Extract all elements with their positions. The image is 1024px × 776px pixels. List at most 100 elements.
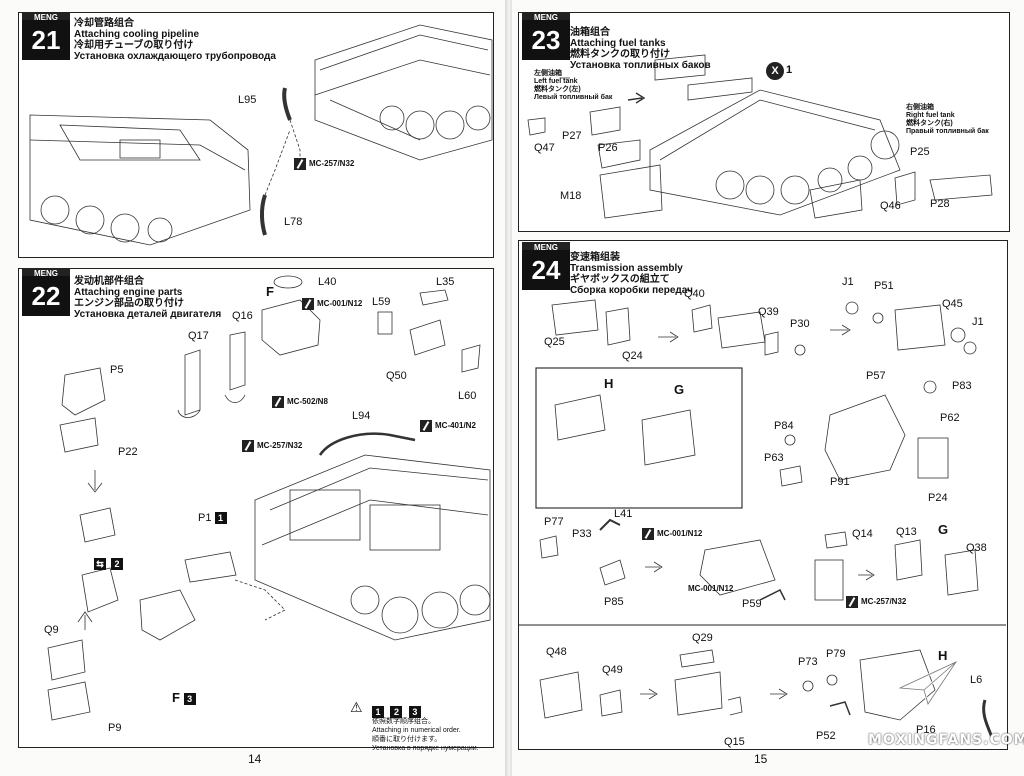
paint-icon (642, 528, 654, 540)
title-ru: Установка топливных баков (570, 60, 711, 71)
part-label: Q48 (546, 646, 567, 658)
paint-code: MC-257/N32 (257, 441, 303, 451)
step-23-badge: MENG 23 (522, 12, 570, 60)
part-label: Q45 (942, 298, 963, 310)
title-en: Attaching fuel tanks (570, 38, 666, 49)
title-cn: 冷却管路组合 (74, 18, 134, 29)
part-label: L59 (372, 296, 391, 308)
title-en: Attaching engine parts (74, 287, 183, 298)
sub-assembly-label: F 3 (172, 690, 198, 705)
tank-ru: Правый топливный бак (906, 128, 989, 135)
part-label: P22 (118, 446, 138, 458)
step-22-badge: MENG 22 (22, 268, 70, 316)
step-22-panel (18, 268, 494, 748)
part-label: P63 (764, 452, 784, 464)
part-label: P52 (816, 730, 836, 742)
paint-icon (242, 440, 254, 452)
paint-icon (846, 596, 858, 608)
part-label: L6 (970, 674, 983, 686)
page-gutter (505, 0, 513, 776)
paint-code: MC-257/N32 (861, 597, 907, 607)
part-label: L95 (238, 94, 257, 106)
note-cn: 依照数字顺序组合。 (372, 718, 435, 725)
part-label: Q15 (724, 736, 745, 748)
order-num: 3 (408, 706, 421, 718)
part-label: Q29 (692, 632, 713, 644)
sub-assembly-label: H (938, 648, 948, 663)
title-jp: ギヤボックスの組立て (570, 274, 670, 285)
page-number-right: 15 (754, 752, 768, 766)
part-label: P85 (604, 596, 624, 608)
part-label: P59 (742, 598, 762, 610)
part-label: Q50 (386, 370, 407, 382)
part-label: P30 (790, 318, 810, 330)
page-number-left: 14 (248, 752, 262, 766)
part-label: P25 (910, 146, 930, 158)
part-label: P27 (562, 130, 582, 142)
step-order-1: 1 (214, 512, 227, 524)
part-label: P91 (830, 476, 850, 488)
paint-icon (302, 298, 314, 310)
tank-en: Left fuel tank (534, 78, 578, 85)
part-label: P79 (826, 648, 846, 660)
paint-callout: MC-001/N12 (688, 584, 733, 593)
paint-code: MC-001/N12 (688, 584, 734, 593)
part-label: Q38 (966, 542, 987, 554)
step-21-title: 冷却管路组合 Attaching cooling pipeline 冷却用チュー… (74, 18, 276, 62)
part-label: J1 (842, 276, 854, 288)
part-label: P5 (110, 364, 124, 376)
x-part-icon: X (766, 62, 784, 80)
part-label: P16 (916, 724, 936, 736)
step-24-title: 变速箱组装 Transmission assembly ギヤボックスの組立て С… (570, 252, 693, 296)
part-label: P57 (866, 370, 886, 382)
part-label: L40 (318, 276, 337, 288)
step-21-badge: MENG 21 (22, 12, 70, 60)
step-23-title: 油箱组合 Attaching fuel tanks 燃料タンクの取り付け Уст… (570, 27, 711, 71)
paint-callout: MC-257/N32 (294, 158, 354, 170)
order-num: 2 (111, 558, 124, 570)
paint-callout: MC-257/N32 (242, 440, 302, 452)
order-boxes: 1 2 3 (372, 702, 423, 720)
part-label: P33 (572, 528, 592, 540)
paint-code: MC-401/N2 (435, 421, 476, 431)
paint-callout: MC-502/N8 (272, 396, 328, 408)
part-label: P24 (928, 492, 948, 504)
title-ru: Сборка коробки передач (570, 285, 693, 296)
left-page: MENG 21 冷却管路组合 Attaching cooling pipelin… (0, 0, 506, 776)
sub-assembly-label: G (674, 382, 685, 397)
title-ru: Установка деталей двигателя (74, 309, 222, 320)
sub-f-text: F (172, 690, 180, 705)
part-label: P73 (798, 656, 818, 668)
step-order-2: ⇆ 2 (94, 558, 125, 570)
step-number: 21 (22, 20, 70, 60)
title-cn: 发动机部件组合 (74, 276, 144, 287)
part-label: Q25 (544, 336, 565, 348)
tank-en: Right fuel tank (906, 112, 955, 119)
sub-assembly-label: G (938, 522, 949, 537)
paint-code: MC-001/N12 (657, 529, 703, 539)
part-label: Q24 (622, 350, 643, 362)
part-label: P77 (544, 516, 564, 528)
tank-cn: 左侧油箱 (534, 70, 562, 77)
step-number: 24 (522, 250, 570, 290)
order-num: 1 (372, 706, 384, 718)
part-label: P26 (598, 142, 618, 154)
part-label: L41 (614, 508, 633, 520)
part-label: Q40 (684, 288, 705, 300)
title-en: Attaching cooling pipeline (74, 29, 199, 40)
part-label: L94 (352, 410, 371, 422)
part-label: P28 (930, 198, 950, 210)
part-label-text: P1 (198, 512, 212, 524)
part-label: P84 (774, 420, 794, 432)
paper-plane-logo (898, 659, 958, 707)
title-jp: 冷却用チューブの取り付け (74, 40, 194, 51)
swap-icon: ⇆ (94, 558, 106, 570)
part-label: P9 (108, 722, 122, 734)
part-label: L60 (458, 390, 477, 402)
note-text: 依照数字顺序组合。 Attaching in numerical order. … (372, 717, 479, 753)
note-en: Attaching in numerical order. (372, 727, 461, 734)
paint-callout: MC-257/N32 (846, 596, 906, 608)
watermark-text: MOXINGFANS.COM (868, 732, 1024, 748)
part-label: Q46 (880, 200, 901, 212)
part-label: Q9 (44, 624, 59, 636)
